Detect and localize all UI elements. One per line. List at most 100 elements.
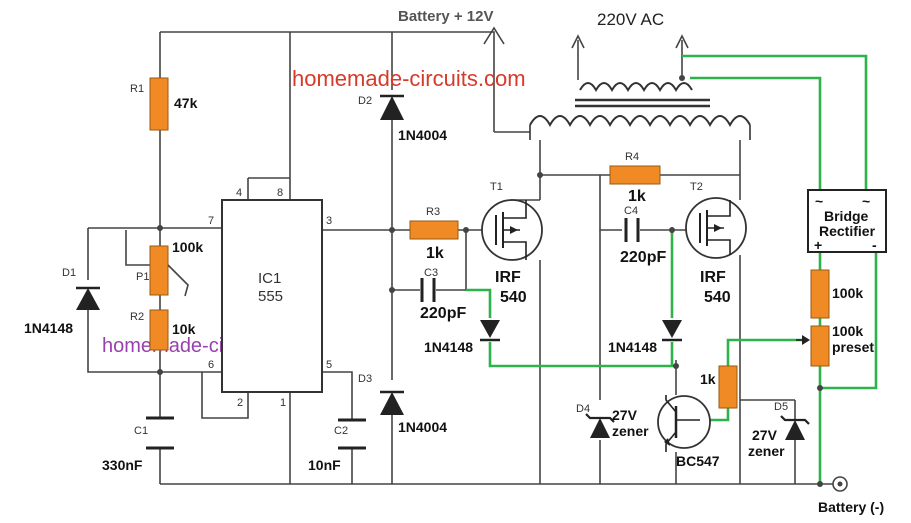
- t2-value-line2: 540: [704, 289, 731, 306]
- r1-value: 47k: [174, 95, 198, 111]
- battery-plus-arrow-icon: [483, 26, 505, 45]
- battery-plus-label: Battery + 12V: [398, 8, 493, 25]
- watermark-top: homemade-circuits.com: [292, 66, 526, 91]
- junction-dots: [157, 75, 823, 487]
- ic-pin-4: 4: [236, 187, 242, 199]
- capacitor-c3: [420, 278, 436, 302]
- preset-value-line2: preset: [832, 339, 874, 355]
- d3-value: 1N4004: [398, 419, 447, 435]
- bridge-line1: Bridge: [824, 208, 869, 224]
- diode-right-value: 1N4148: [608, 339, 657, 355]
- resistor-r4: [609, 165, 661, 185]
- diode-d1: [76, 286, 100, 310]
- c1-ref: C1: [134, 425, 148, 437]
- r1-ref: R1: [130, 83, 144, 95]
- bridge-plus: +: [814, 237, 822, 253]
- t1-value-line2: 540: [500, 289, 527, 306]
- d5-value-line1: 27V: [752, 427, 778, 443]
- d2-value: 1N4004: [398, 127, 447, 143]
- pot-wiper-arrow-icon: [167, 264, 189, 297]
- ic-555: [221, 199, 323, 393]
- capacitor-c4: [624, 218, 640, 242]
- bridge-ac1: ~: [815, 193, 823, 209]
- transistor-bc547: [657, 395, 711, 452]
- t1-ref: T1: [490, 181, 503, 193]
- ic-part: 555: [258, 288, 283, 305]
- bridge-ac2: ~: [862, 193, 870, 209]
- c1-value: 330nF: [102, 457, 143, 473]
- ic-pin-5: 5: [326, 359, 332, 371]
- ic-pin-3: 3: [326, 215, 332, 227]
- bridge-rectifier: [807, 189, 887, 253]
- ic-pin-2: 2: [237, 397, 243, 409]
- zener-d4: [585, 413, 615, 438]
- mosfet-t1: [481, 199, 543, 261]
- ic-pin-1: 1: [280, 397, 286, 409]
- r4-ref: R4: [625, 151, 639, 163]
- d1-ref: D1: [62, 267, 76, 279]
- c2-value: 10nF: [308, 457, 341, 473]
- diode-d3: [380, 390, 404, 415]
- bridge-minus: -: [872, 237, 877, 253]
- ic-pin-7: 7: [208, 215, 214, 227]
- ic-pin-8: 8: [277, 187, 283, 199]
- c4-value: 220pF: [620, 249, 666, 266]
- feedback-wires: [466, 54, 878, 484]
- resistor-r2: [149, 309, 169, 351]
- resistor-100k: [810, 269, 830, 319]
- c3-ref: C3: [424, 267, 438, 279]
- ac-arrow-right-icon: [675, 34, 689, 49]
- capacitor-c2: [338, 418, 366, 450]
- d5-ref: D5: [774, 401, 788, 413]
- d4-value-line2: zener: [612, 423, 649, 439]
- transformer-primary-coil: [529, 115, 751, 128]
- diode-d2: [380, 94, 404, 120]
- potentiometer-p1: [149, 245, 169, 296]
- ac-label: 220V AC: [597, 10, 664, 29]
- r2-ref: R2: [130, 311, 144, 323]
- t2-value-line1: IRF: [700, 269, 726, 286]
- ic-name: IC1: [258, 270, 281, 287]
- d4-value-line1: 27V: [612, 407, 638, 423]
- diode-right-1n4148: [662, 320, 682, 342]
- ic-pin-6: 6: [208, 359, 214, 371]
- d1-value: 1N4148: [24, 320, 73, 336]
- battery-minus-label: Battery (-): [818, 499, 884, 515]
- bc547-value: BC547: [676, 453, 720, 469]
- preset-100k: [810, 325, 830, 367]
- t2-ref: T2: [690, 181, 703, 193]
- zener-d5: [780, 415, 810, 440]
- d4-ref: D4: [576, 403, 590, 415]
- c2-ref: C2: [334, 425, 348, 437]
- transformer: [529, 82, 751, 140]
- capacitor-c1: [146, 416, 174, 450]
- base-resistor-value: 1k: [700, 371, 716, 387]
- transformer-secondary-coil: [579, 82, 693, 93]
- r3-value: 1k: [426, 245, 444, 262]
- r-fb-value: 100k: [832, 285, 863, 301]
- d2-ref: D2: [358, 95, 372, 107]
- circuit-wires: [87, 31, 838, 485]
- d3-ref: D3: [358, 373, 372, 385]
- r4-value: 1k: [628, 188, 646, 205]
- c3-value: 220pF: [420, 305, 466, 322]
- p1-ref: P1: [136, 271, 149, 283]
- diode-left-1n4148: [480, 320, 500, 342]
- preset-arrow-icon: [802, 335, 810, 345]
- t1-value-line1: IRF: [495, 269, 521, 286]
- ac-arrow-left-icon: [571, 34, 585, 49]
- battery-minus-terminal: [832, 476, 848, 492]
- c4-ref: C4: [624, 205, 638, 217]
- resistor-base-1k: [718, 365, 738, 409]
- bridge-line2: Rectifier: [819, 223, 876, 239]
- r2-value: 10k: [172, 321, 196, 337]
- resistor-r1: [149, 77, 169, 131]
- p1-value: 100k: [172, 239, 203, 255]
- mosfet-t2: [685, 197, 747, 259]
- preset-value-line1: 100k: [832, 323, 863, 339]
- d5-value-line2: zener: [748, 443, 785, 459]
- diode-left-value: 1N4148: [424, 339, 473, 355]
- resistor-r3: [409, 220, 459, 240]
- r3-ref: R3: [426, 206, 440, 218]
